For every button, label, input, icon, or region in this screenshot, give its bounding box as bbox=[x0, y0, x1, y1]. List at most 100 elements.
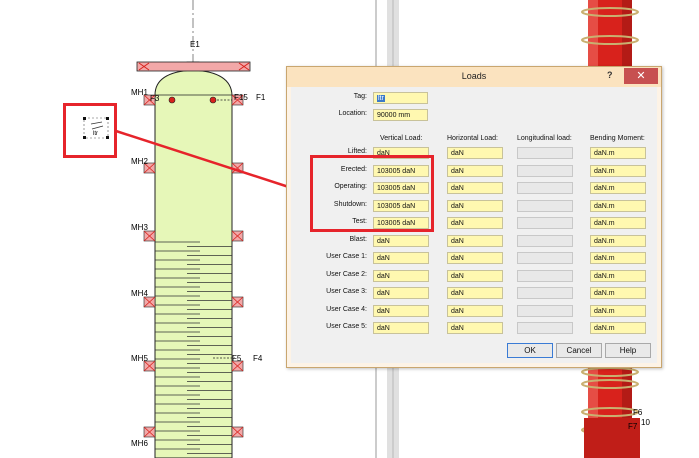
longitudinal-load-field[interactable] bbox=[517, 252, 573, 264]
bending-load-field[interactable]: daN.m bbox=[590, 147, 646, 159]
location-field[interactable]: 90000 mm bbox=[373, 109, 428, 121]
bending-load-field[interactable]: daN.m bbox=[590, 182, 646, 194]
vertical-load-field[interactable]: daN bbox=[373, 269, 429, 282]
longitudinal-load-field[interactable] bbox=[517, 304, 573, 317]
top-flange[interactable] bbox=[136, 61, 251, 72]
vertical-load-field[interactable]: daN bbox=[373, 322, 429, 334]
nozzle-f3-dot[interactable] bbox=[168, 96, 176, 104]
vertical-load-field[interactable]: daN bbox=[373, 287, 429, 299]
horizontal-load-field[interactable]: daN bbox=[447, 269, 503, 282]
load-row-label: Erected: bbox=[340, 165, 367, 173]
horizontal-load-field[interactable]: daN bbox=[447, 234, 503, 247]
tray-line bbox=[155, 322, 232, 328]
vertical-load-field[interactable]: 103005 daN bbox=[373, 182, 429, 194]
tray-line bbox=[155, 277, 232, 283]
help-button[interactable]: Help bbox=[605, 343, 651, 358]
tag-field[interactable]: ltr bbox=[373, 92, 428, 104]
tag-symbol[interactable]: ltr bbox=[83, 117, 109, 139]
bending-load-field[interactable]: daN.m bbox=[590, 234, 646, 247]
nozzle-f15-dot[interactable] bbox=[209, 96, 217, 104]
tray-line bbox=[155, 304, 232, 310]
callout-highlight-box bbox=[63, 103, 117, 158]
tray-line bbox=[155, 448, 232, 454]
tag-handle[interactable] bbox=[106, 136, 109, 139]
longitudinal-load-field[interactable] bbox=[517, 287, 573, 299]
load-row-label: User Case 1: bbox=[326, 253, 367, 260]
label-f7: F7 bbox=[628, 422, 638, 431]
tag-symbol-text: ltr bbox=[93, 131, 98, 137]
help-icon[interactable]: ? bbox=[607, 70, 613, 80]
dialog-titlebar[interactable]: Loads ? ✕ bbox=[287, 67, 661, 87]
location-label: Location: bbox=[338, 110, 367, 117]
horizontal-load-field[interactable]: daN bbox=[447, 217, 503, 229]
flange-cross-mark bbox=[231, 426, 244, 438]
load-row-label: Operating: bbox=[334, 183, 367, 190]
vertical-load-field[interactable]: 103005 daN bbox=[373, 199, 429, 212]
longitudinal-load-field[interactable] bbox=[517, 217, 573, 229]
load-row-label: Shutdown: bbox=[333, 200, 367, 208]
vertical-load-field[interactable]: daN bbox=[373, 234, 429, 247]
horizontal-load-field[interactable]: daN bbox=[447, 322, 503, 334]
load-row-label: User Case 4: bbox=[326, 305, 367, 313]
vessel-trays bbox=[155, 241, 232, 454]
ok-button[interactable]: OK bbox=[507, 343, 553, 358]
longitudinal-load-field[interactable] bbox=[517, 182, 573, 194]
close-button[interactable]: ✕ bbox=[624, 68, 658, 84]
tray-line bbox=[155, 376, 232, 382]
tag-handle[interactable] bbox=[83, 117, 86, 120]
vertical-load-field[interactable]: daN bbox=[373, 252, 429, 264]
longitudinal-load-field[interactable] bbox=[517, 147, 573, 159]
longitudinal-load-field[interactable] bbox=[517, 322, 573, 334]
manway-flanges bbox=[143, 94, 244, 438]
col-header-longitudinal: Longitudinal load: bbox=[517, 135, 572, 142]
flange-cross-mark bbox=[231, 360, 244, 372]
vertical-load-field[interactable]: daN bbox=[373, 304, 429, 317]
horizontal-load-field[interactable]: daN bbox=[447, 252, 503, 264]
longitudinal-load-field[interactable] bbox=[517, 234, 573, 247]
horizontal-load-field[interactable]: daN bbox=[447, 147, 503, 159]
tray-line bbox=[155, 259, 232, 265]
cancel-button[interactable]: Cancel bbox=[556, 343, 602, 358]
loads-dialog[interactable]: Loads ? ✕ Tag: ltr Location: 90000 mm Ve… bbox=[286, 66, 662, 368]
longitudinal-load-field[interactable] bbox=[517, 199, 573, 212]
bending-load-field[interactable]: daN.m bbox=[590, 322, 646, 334]
bending-load-field[interactable]: daN.m bbox=[590, 287, 646, 299]
tray-line bbox=[155, 268, 232, 274]
flange-cross-mark bbox=[231, 94, 244, 106]
vertical-load-field[interactable]: 103005 daN bbox=[373, 164, 429, 177]
bending-load-field[interactable]: daN.m bbox=[590, 304, 646, 317]
bending-load-field[interactable]: daN.m bbox=[590, 252, 646, 264]
longitudinal-load-field[interactable] bbox=[517, 164, 573, 177]
tray-line bbox=[155, 358, 232, 364]
horizontal-load-field[interactable]: daN bbox=[447, 304, 503, 317]
load-row-label: User Case 2: bbox=[326, 270, 367, 278]
tag-label: Tag: bbox=[353, 93, 367, 100]
tray-line bbox=[155, 430, 232, 436]
tag-handle[interactable] bbox=[83, 136, 86, 139]
horizontal-load-field[interactable]: daN bbox=[447, 164, 503, 177]
vertical-load-field[interactable]: 103005 daN bbox=[373, 217, 429, 229]
label-f5: F5 bbox=[232, 354, 242, 363]
load-row-label: User Case 3: bbox=[326, 288, 367, 295]
label-f4: F4 bbox=[253, 354, 263, 363]
horizontal-load-field[interactable]: daN bbox=[447, 182, 503, 194]
bending-load-field[interactable]: daN.m bbox=[590, 164, 646, 177]
label-mh5: MH5 bbox=[131, 354, 148, 363]
label-e1: E1 bbox=[190, 40, 200, 49]
vessel-drawing[interactable] bbox=[136, 61, 251, 458]
tag-leader bbox=[90, 121, 104, 130]
horizontal-load-field[interactable]: daN bbox=[447, 199, 503, 212]
bending-load-field[interactable]: daN.m bbox=[590, 217, 646, 229]
bending-load-field[interactable]: daN.m bbox=[590, 199, 646, 212]
label-f1: F1 bbox=[256, 93, 266, 102]
label-mh3: MH3 bbox=[131, 223, 148, 232]
render-ring bbox=[581, 379, 639, 389]
longitudinal-load-field[interactable] bbox=[517, 269, 573, 282]
tray-line bbox=[155, 340, 232, 346]
render-ring bbox=[581, 407, 639, 417]
tag-handle[interactable] bbox=[106, 117, 109, 120]
tag-selection-box bbox=[83, 117, 109, 139]
horizontal-load-field[interactable]: daN bbox=[447, 287, 503, 299]
bending-load-field[interactable]: daN.m bbox=[590, 269, 646, 282]
render-skirt bbox=[584, 418, 640, 458]
